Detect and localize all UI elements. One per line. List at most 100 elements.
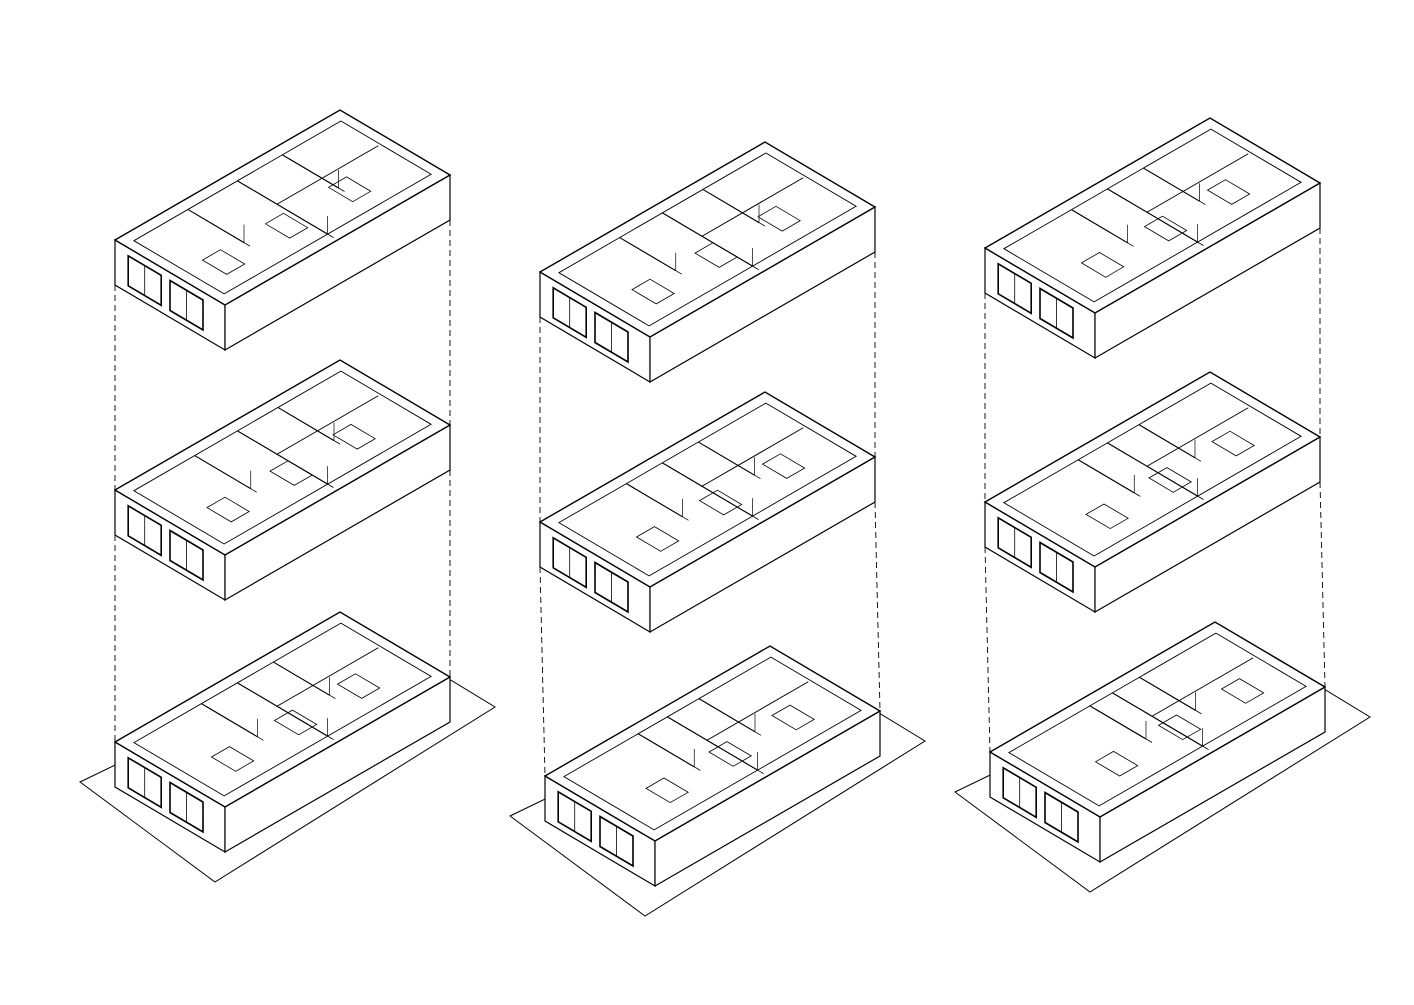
partition-wall-thickness (704, 701, 762, 736)
partition-wall-thickness (243, 686, 334, 740)
partition-wall-thickness (283, 410, 341, 445)
corridor-wall (701, 177, 804, 237)
partition-wall-thickness (1149, 171, 1206, 206)
furniture-item (206, 496, 250, 523)
window (1002, 766, 1037, 819)
partition-wall-thickness (1095, 709, 1153, 743)
furniture-item (210, 746, 255, 772)
furniture-item (645, 777, 689, 804)
window (599, 815, 634, 868)
partition-wall-thickness (193, 212, 251, 247)
corridor-wall (276, 395, 379, 455)
floor-middle-floor (983, 371, 1322, 614)
furniture-item (1085, 503, 1129, 530)
furniture-item (1143, 215, 1188, 242)
dashed-alignment-line (539, 566, 546, 777)
partition-wall-thickness (1077, 212, 1134, 247)
dashed-alignment-line (874, 501, 881, 712)
floor-upper-floor (113, 109, 452, 352)
furniture-item (336, 673, 381, 699)
window (997, 262, 1032, 315)
furniture-item (1080, 252, 1125, 278)
partition-wall-thickness (1145, 680, 1202, 715)
furniture-item (264, 212, 309, 239)
window (557, 790, 593, 843)
furniture-item (757, 205, 801, 232)
window (594, 311, 629, 364)
inner-wall-line (133, 120, 432, 295)
corridor-wall (706, 681, 809, 741)
window (594, 561, 629, 614)
furniture-item (694, 242, 738, 268)
partition-wall-thickness (288, 158, 345, 192)
floor-middle-floor (538, 391, 877, 634)
inner-wall-line (133, 622, 432, 797)
corridor-wall (701, 427, 804, 487)
partition-wall-thickness (243, 184, 334, 238)
window (1044, 791, 1079, 844)
partition-wall-thickness (673, 720, 764, 774)
window (169, 529, 204, 582)
floor-ground-floor (113, 611, 452, 854)
partition-wall-thickness (207, 706, 264, 741)
partition-wall-thickness (1113, 192, 1204, 246)
furniture-item (1157, 714, 1202, 741)
dashed-alignment-line (984, 546, 991, 753)
furniture-item (708, 741, 752, 767)
inner-wall-line (1008, 632, 1307, 807)
window (127, 756, 162, 809)
furniture-item (1206, 179, 1251, 205)
partition-wall-thickness (1083, 462, 1141, 497)
furniture-item (771, 704, 815, 731)
partition-wall-thickness (632, 486, 689, 521)
furniture-item (631, 278, 675, 305)
corridor-wall (1151, 657, 1254, 717)
scheme-1 (79, 109, 496, 883)
window (1039, 541, 1074, 594)
scheme-3 (954, 117, 1371, 893)
partition-wall-thickness (708, 192, 766, 227)
window (169, 279, 204, 332)
dashed-alignment-line (1319, 481, 1326, 688)
partition-wall-thickness (668, 466, 759, 520)
inner-wall-line (558, 402, 857, 577)
window (997, 516, 1032, 569)
furniture-item (1148, 467, 1192, 493)
inner-wall-line (558, 152, 857, 327)
floor-ground-floor (988, 621, 1327, 864)
partition-wall-thickness (704, 445, 761, 480)
furniture-item (273, 709, 318, 736)
furniture-item (1211, 430, 1255, 457)
corridor-wall (276, 145, 379, 205)
floor-upper-floor (983, 117, 1322, 360)
window (552, 536, 588, 589)
furniture-item (1094, 750, 1139, 777)
partition-wall-thickness (625, 240, 682, 275)
floor-ground-floor (543, 645, 882, 888)
window (1039, 287, 1074, 340)
corridor-wall (276, 647, 379, 707)
furniture-item (698, 489, 743, 516)
partition-wall-thickness (1118, 696, 1209, 750)
window (127, 254, 162, 307)
scheme-2 (509, 141, 926, 917)
furniture-item (201, 249, 246, 275)
inner-wall-line (1003, 382, 1302, 557)
furniture-item (1220, 678, 1265, 704)
inner-wall-line (133, 370, 432, 545)
partition-wall-thickness (1113, 446, 1204, 500)
partition-wall-thickness (1144, 427, 1202, 462)
furniture-item (269, 460, 313, 486)
furniture-item (327, 176, 372, 203)
window (552, 286, 588, 339)
partition-wall-thickness (279, 665, 336, 700)
partition-wall-thickness (200, 458, 257, 493)
furniture-item (635, 526, 680, 552)
inner-wall-line (563, 656, 862, 831)
floor-middle-floor (113, 359, 452, 602)
floor-upper-floor (538, 141, 877, 384)
corridor-wall (1146, 407, 1249, 467)
window (127, 504, 162, 557)
